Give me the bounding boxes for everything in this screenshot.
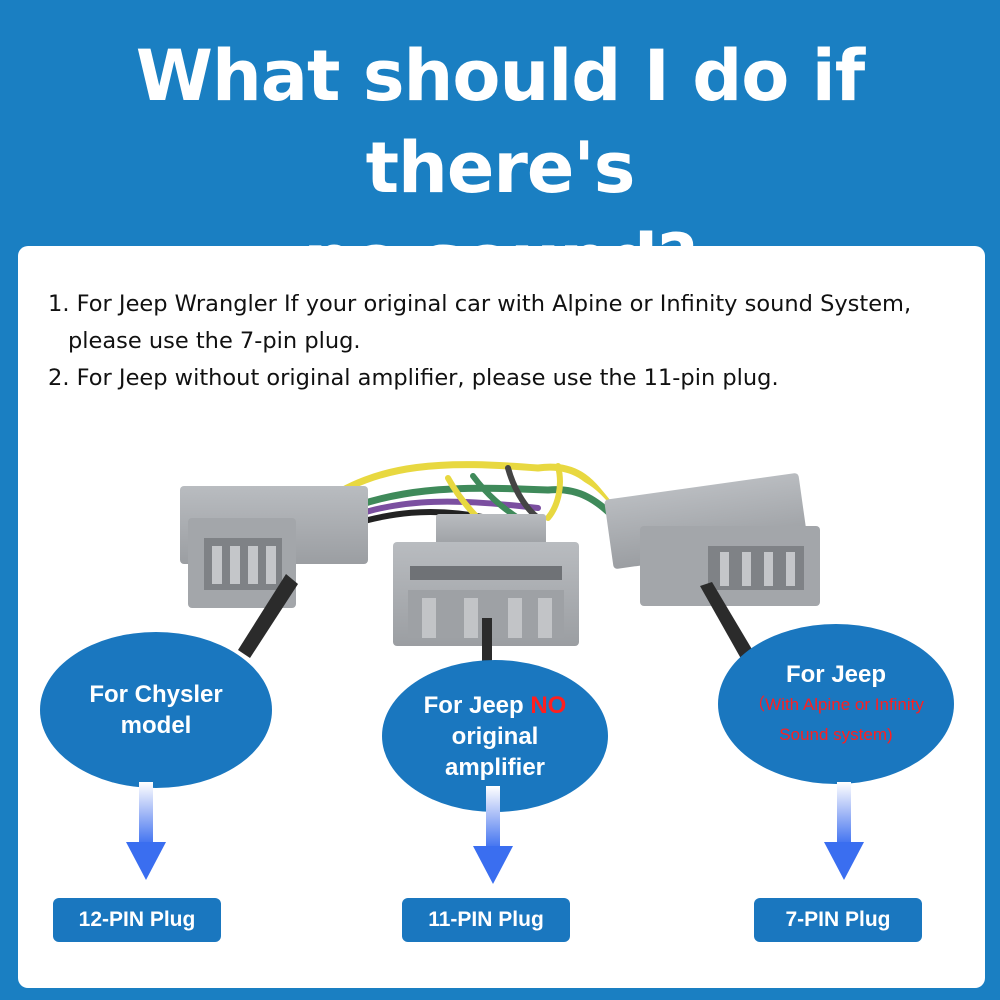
pointer-left xyxy=(238,574,298,658)
bubble-middle-text-a: For Jeep xyxy=(423,691,531,719)
bubble-jeep-alpine: For Jeep （With Alpine or Infinity Sound … xyxy=(718,624,954,784)
bubble-middle-no-text: NO xyxy=(530,691,567,719)
bubble-middle-line-3: amplifier xyxy=(444,753,546,781)
down-arrow-icon xyxy=(824,782,864,880)
instruction-list: 1. For Jeep Wrangler If your original ca… xyxy=(48,286,968,397)
content-card: 1. For Jeep Wrangler If your original ca… xyxy=(18,246,985,988)
bubble-chrysler-line-2: model xyxy=(120,712,192,739)
plug-label-11-pin: 11-PIN Plug xyxy=(402,898,570,942)
bubble-chrysler: For Chysler model xyxy=(40,632,272,788)
down-arrow-icon xyxy=(126,782,166,880)
pointer-right xyxy=(700,582,756,664)
instruction-item-2: 2. For Jeep without original amplifier, … xyxy=(48,365,779,391)
connector-7-pin xyxy=(604,473,820,606)
bubble-middle-line-1: For Jeep NO xyxy=(424,690,567,721)
bubble-right-line-1: For Jeep xyxy=(785,660,887,688)
connector-12-pin xyxy=(180,486,368,608)
connector-11-pin xyxy=(393,514,579,646)
plug-label-12-pin: 12-PIN Plug xyxy=(53,898,221,942)
instruction-item-1: 1. For Jeep Wrangler If your original ca… xyxy=(48,291,912,354)
plug-label-7-pin: 7-PIN Plug xyxy=(754,898,922,942)
down-arrow-icon xyxy=(473,786,513,884)
headline-line-1: What should I do if there's xyxy=(135,35,865,209)
bubble-right-sub-2: Sound system) xyxy=(779,724,893,744)
wiring-harness-image xyxy=(180,461,820,686)
bubble-right-sub-1: （With Alpine or Infinity xyxy=(748,694,924,714)
bubble-chrysler-line-1: For Chysler xyxy=(89,681,223,708)
bubble-middle-line-2: original xyxy=(451,722,539,750)
